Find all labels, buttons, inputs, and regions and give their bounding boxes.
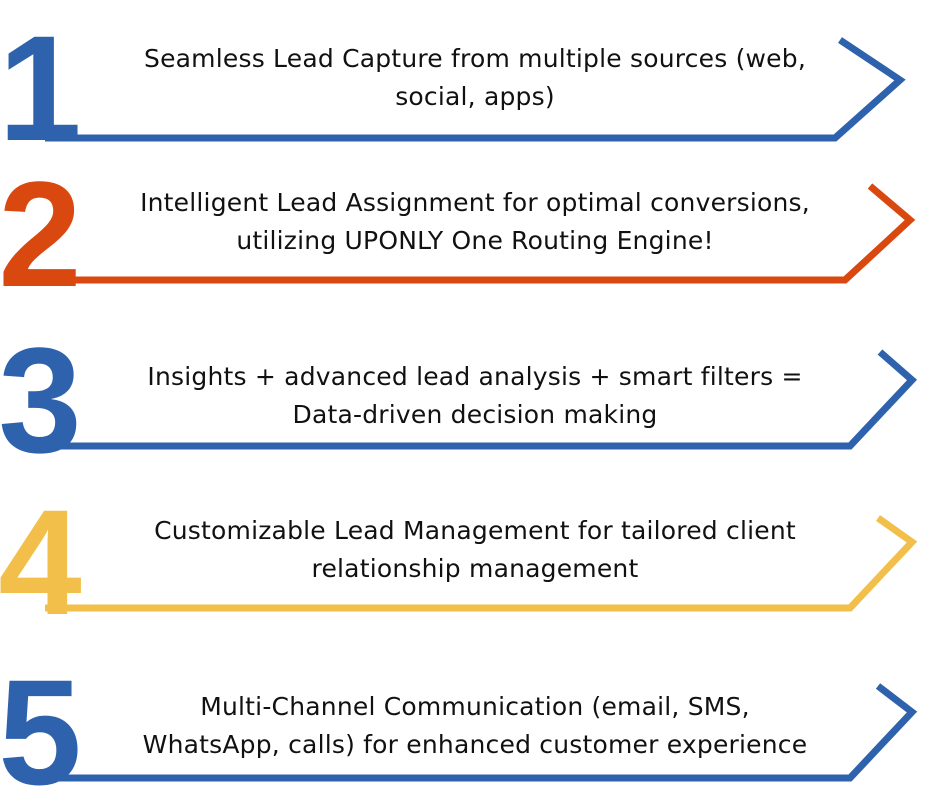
step-3-line-2: Data-driven decision making [292,400,658,429]
step-4-graphic: 4 [0,478,918,646]
step-5: 5 Multi-Channel Communication (email, SM… [0,648,940,801]
step-2-graphic: 2 [0,150,916,318]
step-4-line-2: relationship management [311,554,639,583]
step-4-arrow-outline [45,515,918,612]
step-5-number: 5 [0,648,82,801]
step-1-number: 1 [0,4,82,172]
step-2-line-1: Intelligent Lead Assignment for optimal … [140,188,810,217]
step-3-line-1: Insights + advanced lead analysis + smar… [147,362,803,391]
step-3-number: 3 [0,316,82,484]
step-3-arrow-outline [45,349,918,450]
step-1-line-2: social, apps) [395,82,555,111]
step-3-graphic: 3 [0,316,918,484]
step-4-line-1: Customizable Lead Management for tailore… [154,516,796,545]
step-4-description: Customizable Lead Management for tailore… [100,512,850,588]
step-5-arrow-outline [45,683,918,782]
step-5-graphic: 5 [0,648,918,801]
step-2-description: Intelligent Lead Assignment for optimal … [100,184,850,260]
step-5-line-1: Multi-Channel Communication (email, SMS, [200,692,750,721]
step-1-arrow-outline [45,37,906,142]
step-1-line-1: Seamless Lead Capture from multiple sour… [144,44,806,73]
step-2: 2 Intelligent Lead Assignment for optima… [0,150,940,318]
step-2-line-2: utilizing UPONLY One Routing Engine! [236,226,714,255]
step-2-number: 2 [0,150,82,318]
step-4-number: 4 [0,478,82,646]
step-1-graphic: 1 [0,4,906,172]
step-1: 1 Seamless Lead Capture from multiple so… [0,4,940,172]
step-2-arrow-outline [45,183,916,284]
step-4: 4 Customizable Lead Management for tailo… [0,478,940,646]
step-3-description: Insights + advanced lead analysis + smar… [100,358,850,434]
step-5-description: Multi-Channel Communication (email, SMS,… [100,688,850,764]
step-1-description: Seamless Lead Capture from multiple sour… [100,40,850,116]
step-5-line-2: WhatsApp, calls) for enhanced customer e… [142,730,808,759]
step-3: 3 Insights + advanced lead analysis + sm… [0,316,940,484]
